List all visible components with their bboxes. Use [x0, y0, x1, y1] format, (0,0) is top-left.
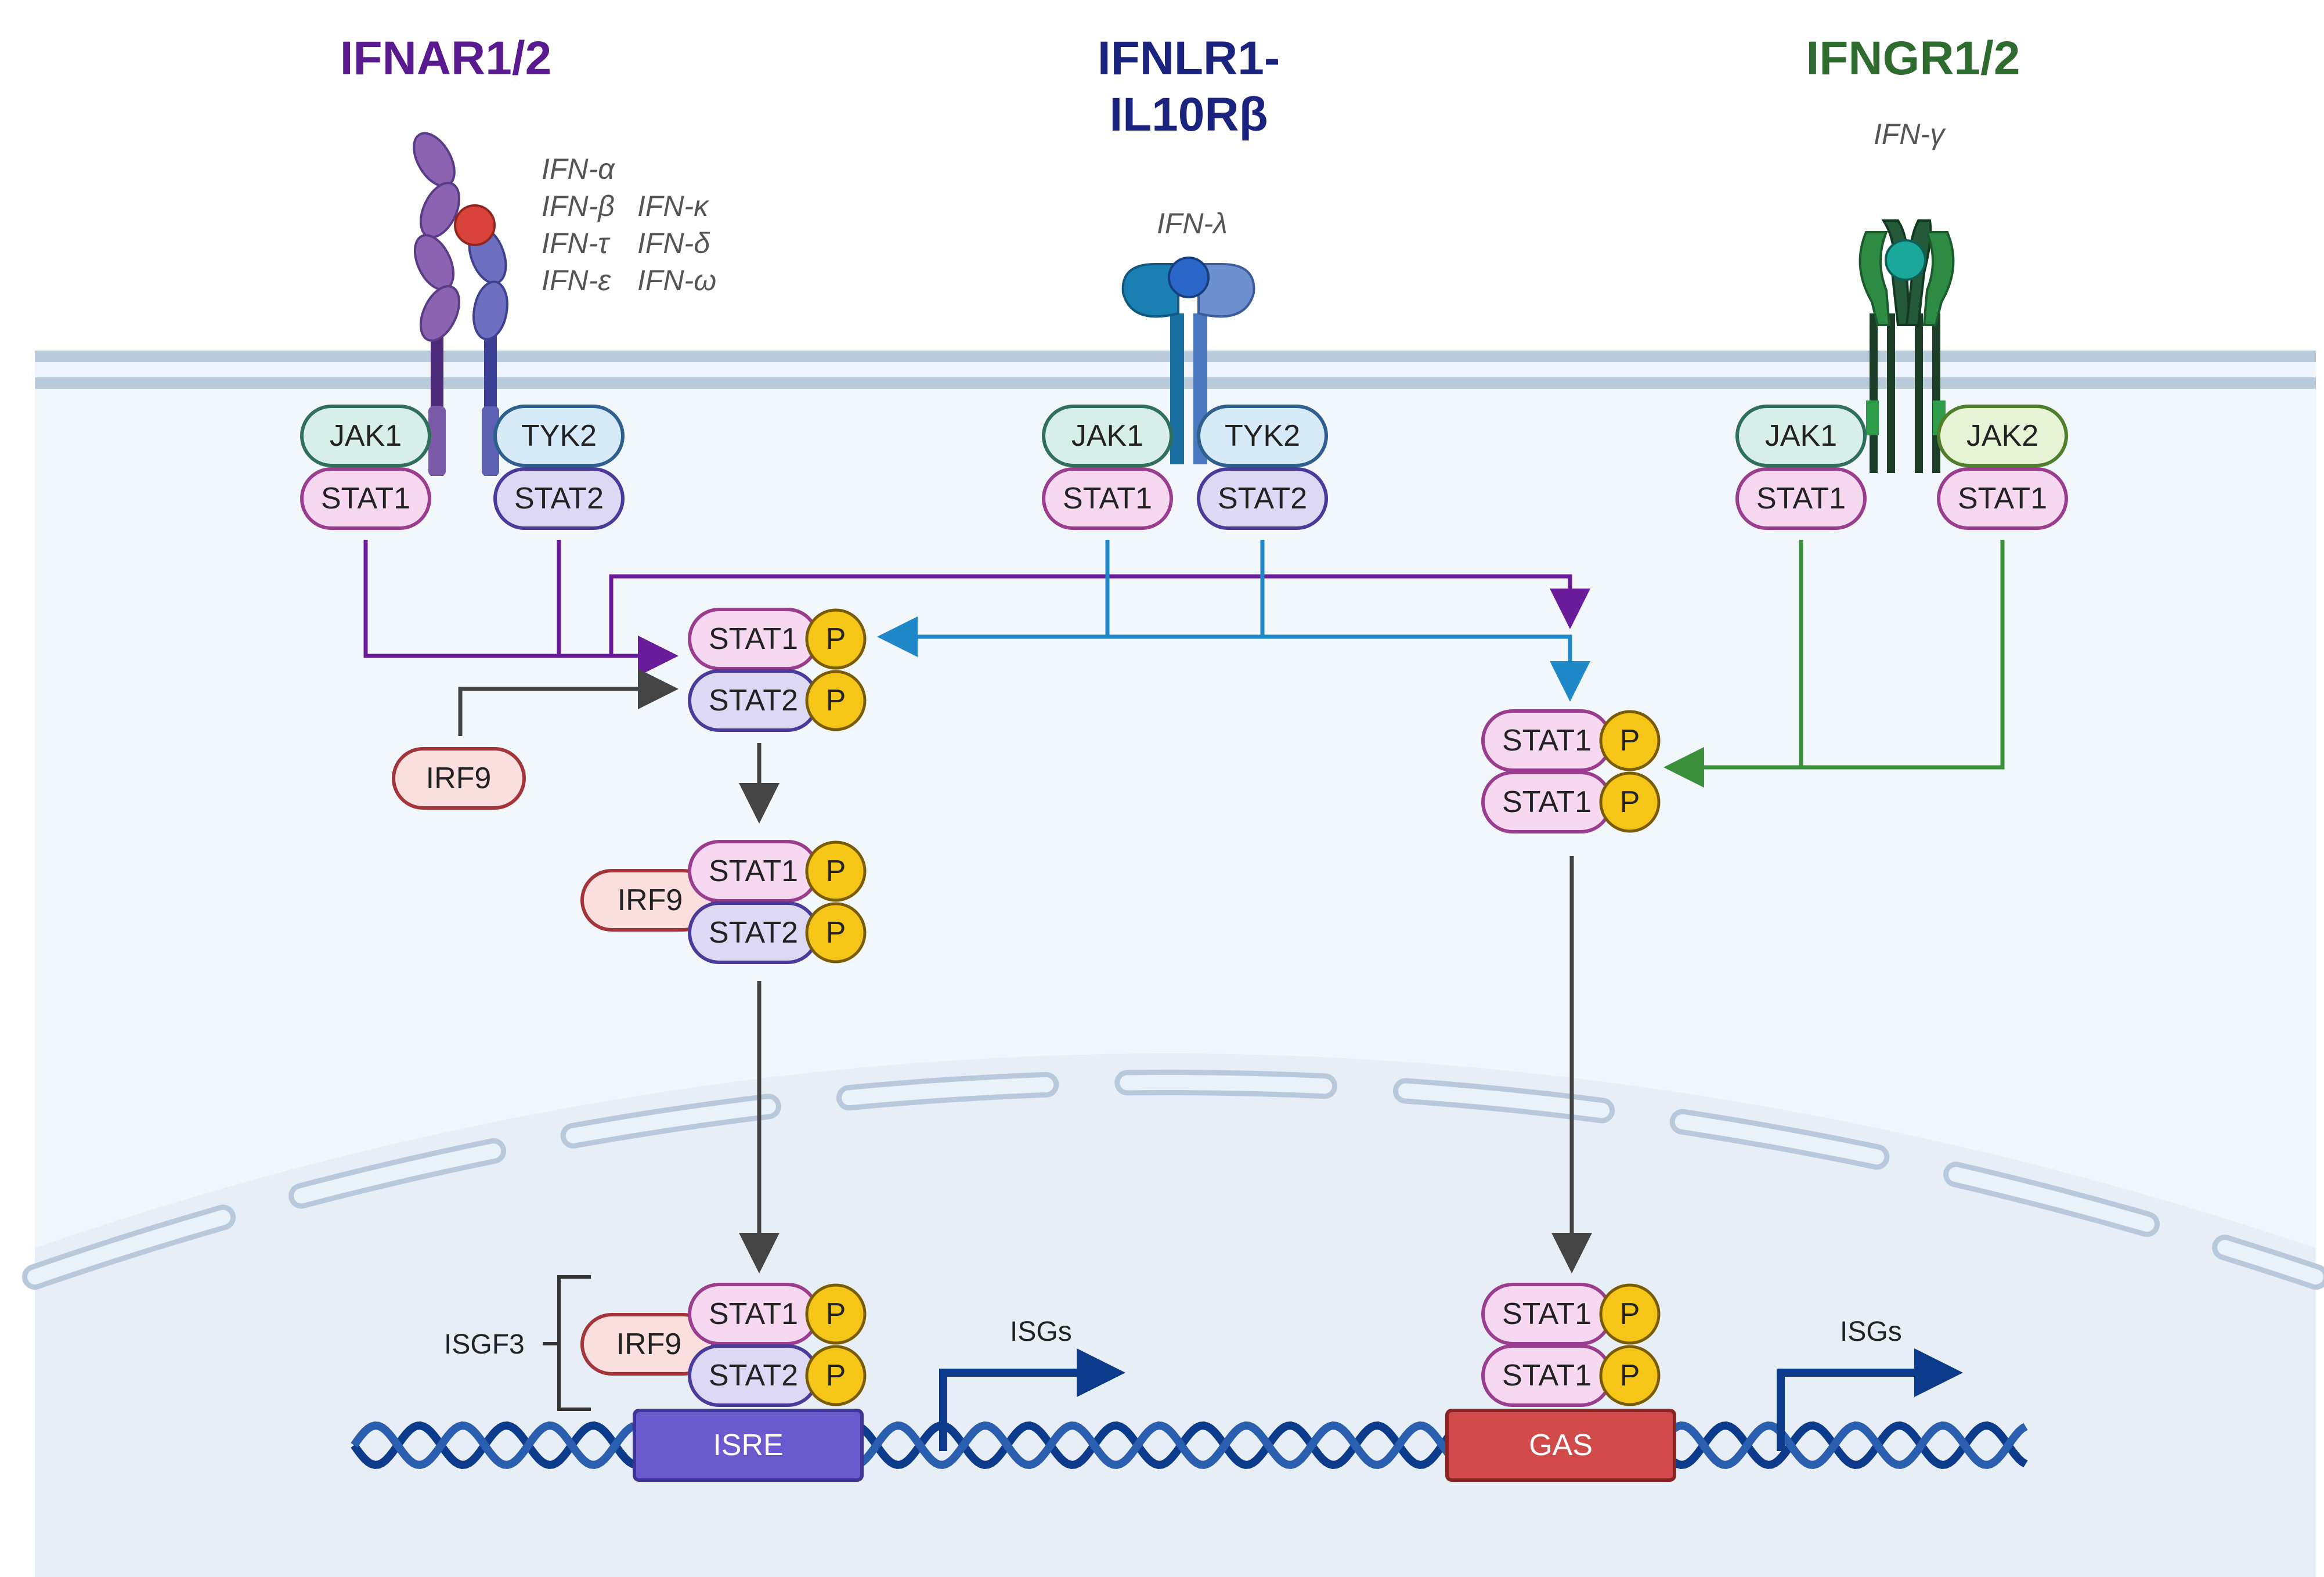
- svg-text:STAT1: STAT1: [709, 854, 798, 888]
- ligand-ifn-beta: IFN-β: [542, 190, 615, 222]
- ifnar-title: IFNAR1/2: [340, 32, 552, 85]
- svg-text:P: P: [826, 684, 846, 717]
- isgs-label-right: ISGs: [1840, 1316, 1902, 1347]
- ifngr-receptor: [1859, 219, 1955, 473]
- ifn-type1-ligand-icon: [454, 204, 496, 246]
- ifnlr-stat1: STAT1: [1042, 467, 1173, 530]
- svg-text:P: P: [826, 1359, 846, 1392]
- svg-text:STAT1: STAT1: [709, 622, 798, 656]
- svg-text:P: P: [826, 916, 846, 950]
- ifnar-stat1-path: [363, 540, 679, 676]
- svg-text:STAT1: STAT1: [709, 1297, 798, 1331]
- svg-text:JAK1: JAK1: [1071, 419, 1143, 453]
- isgf3-nucleus: IRF9 STAT1 P STAT2 P: [580, 1283, 867, 1407]
- ifngr-stat1b-path: [1663, 540, 2005, 788]
- svg-text:P: P: [826, 1297, 846, 1331]
- ligand-ifn-alpha: IFN-α: [542, 153, 615, 185]
- gas-transcription-arrow: [1777, 1348, 1963, 1451]
- ifnar-jak1: JAK1: [300, 405, 431, 467]
- svg-text:ISRE: ISRE: [713, 1428, 783, 1462]
- ligand-ifn-delta: IFN-δ: [637, 227, 710, 259]
- ligand-ifn-kappa: IFN-κ: [637, 190, 710, 222]
- ifngr-stat1-right: STAT1: [1937, 467, 2068, 530]
- svg-text:P: P: [1620, 724, 1640, 757]
- svg-text:STAT1: STAT1: [1756, 482, 1846, 515]
- isgf3-bracket: ISGF3: [444, 1275, 591, 1411]
- svg-text:IRF9: IRF9: [618, 883, 683, 917]
- svg-text:JAK1: JAK1: [330, 419, 402, 453]
- ifnlr-receptor: [1121, 257, 1255, 464]
- irf9-free: IRF9: [392, 747, 526, 810]
- gas-element: GAS: [1445, 1409, 1676, 1482]
- svg-text:JAK1: JAK1: [1765, 419, 1837, 453]
- pstat1-stat2-complex: STAT1 P STAT2 P: [688, 608, 867, 732]
- svg-text:STAT2: STAT2: [514, 482, 604, 515]
- svg-text:STAT1: STAT1: [1502, 785, 1592, 819]
- svg-text:P: P: [1620, 1359, 1640, 1392]
- svg-text:JAK2: JAK2: [1966, 419, 2038, 453]
- svg-text:GAS: GAS: [1529, 1428, 1593, 1462]
- isgs-label-left: ISGs: [1010, 1316, 1072, 1347]
- svg-text:TYK2: TYK2: [521, 419, 597, 453]
- ifn-gamma-ligand-icon: [1885, 239, 1926, 281]
- svg-text:P: P: [1620, 1297, 1640, 1331]
- isre-element: ISRE: [633, 1409, 864, 1482]
- ifnar-to-gas-path: [609, 574, 1590, 656]
- ligand-ifn-lambda: IFN-λ: [1157, 207, 1228, 240]
- svg-text:STAT1: STAT1: [321, 482, 410, 515]
- svg-text:STAT2: STAT2: [709, 916, 798, 950]
- svg-text:P: P: [826, 622, 846, 656]
- gaf-cytoplasm: STAT1 P STAT1 P: [1481, 709, 1661, 833]
- gaf-nucleus: STAT1 P STAT1 P: [1481, 1283, 1661, 1407]
- ifnlr-title-line2: IL10Rβ: [1109, 88, 1268, 141]
- ifn-lambda-ligand-icon: [1168, 257, 1210, 298]
- svg-text:P: P: [1620, 785, 1640, 819]
- ifnar-tyk2: TYK2: [493, 405, 625, 467]
- svg-text:IRF9: IRF9: [616, 1327, 682, 1361]
- ifnar-stat1: STAT1: [300, 467, 431, 530]
- isgf3-cytoplasm: IRF9 STAT1 P STAT2 P: [580, 840, 867, 964]
- isre-transcription-arrow: [939, 1348, 1125, 1451]
- ifnlr-title-line1: IFNLR1-: [1098, 32, 1280, 85]
- svg-text:STAT2: STAT2: [1218, 482, 1307, 515]
- svg-text:P: P: [826, 854, 846, 888]
- ifngr-stat1-left: STAT1: [1735, 467, 1867, 530]
- ifnar-stat2: STAT2: [493, 467, 625, 530]
- ligand-ifn-gamma: IFN-γ: [1874, 118, 1946, 150]
- isgf3-label: ISGF3: [444, 1329, 525, 1360]
- svg-text:STAT2: STAT2: [709, 684, 798, 717]
- ifnlr-stat2: STAT2: [1197, 467, 1328, 530]
- ifngr-title: IFNGR1/2: [1806, 32, 2020, 85]
- ifnlr-tyk2: TYK2: [1197, 405, 1328, 467]
- ifnlr-jak1: JAK1: [1042, 405, 1173, 467]
- svg-text:STAT1: STAT1: [1958, 482, 2047, 515]
- ifnlr-to-gas-path: [1262, 634, 1590, 702]
- ligand-ifn-omega: IFN-ω: [637, 264, 716, 297]
- svg-text:IRF9: IRF9: [426, 762, 492, 795]
- ligand-ifn-tau: IFN-τ: [542, 227, 611, 259]
- ifngr-jak2: JAK2: [1937, 405, 2068, 467]
- ifngr-jak1: JAK1: [1735, 405, 1867, 467]
- ifnar-receptor: [413, 132, 508, 476]
- svg-text:STAT1: STAT1: [1063, 482, 1152, 515]
- svg-text:TYK2: TYK2: [1225, 419, 1300, 453]
- ligand-ifn-epsilon: IFN-ε: [542, 264, 611, 297]
- svg-text:STAT1: STAT1: [1502, 724, 1592, 757]
- svg-text:STAT1: STAT1: [1502, 1359, 1592, 1392]
- svg-text:STAT1: STAT1: [1502, 1297, 1592, 1331]
- svg-text:STAT2: STAT2: [709, 1359, 798, 1392]
- irf9-path: [458, 669, 679, 736]
